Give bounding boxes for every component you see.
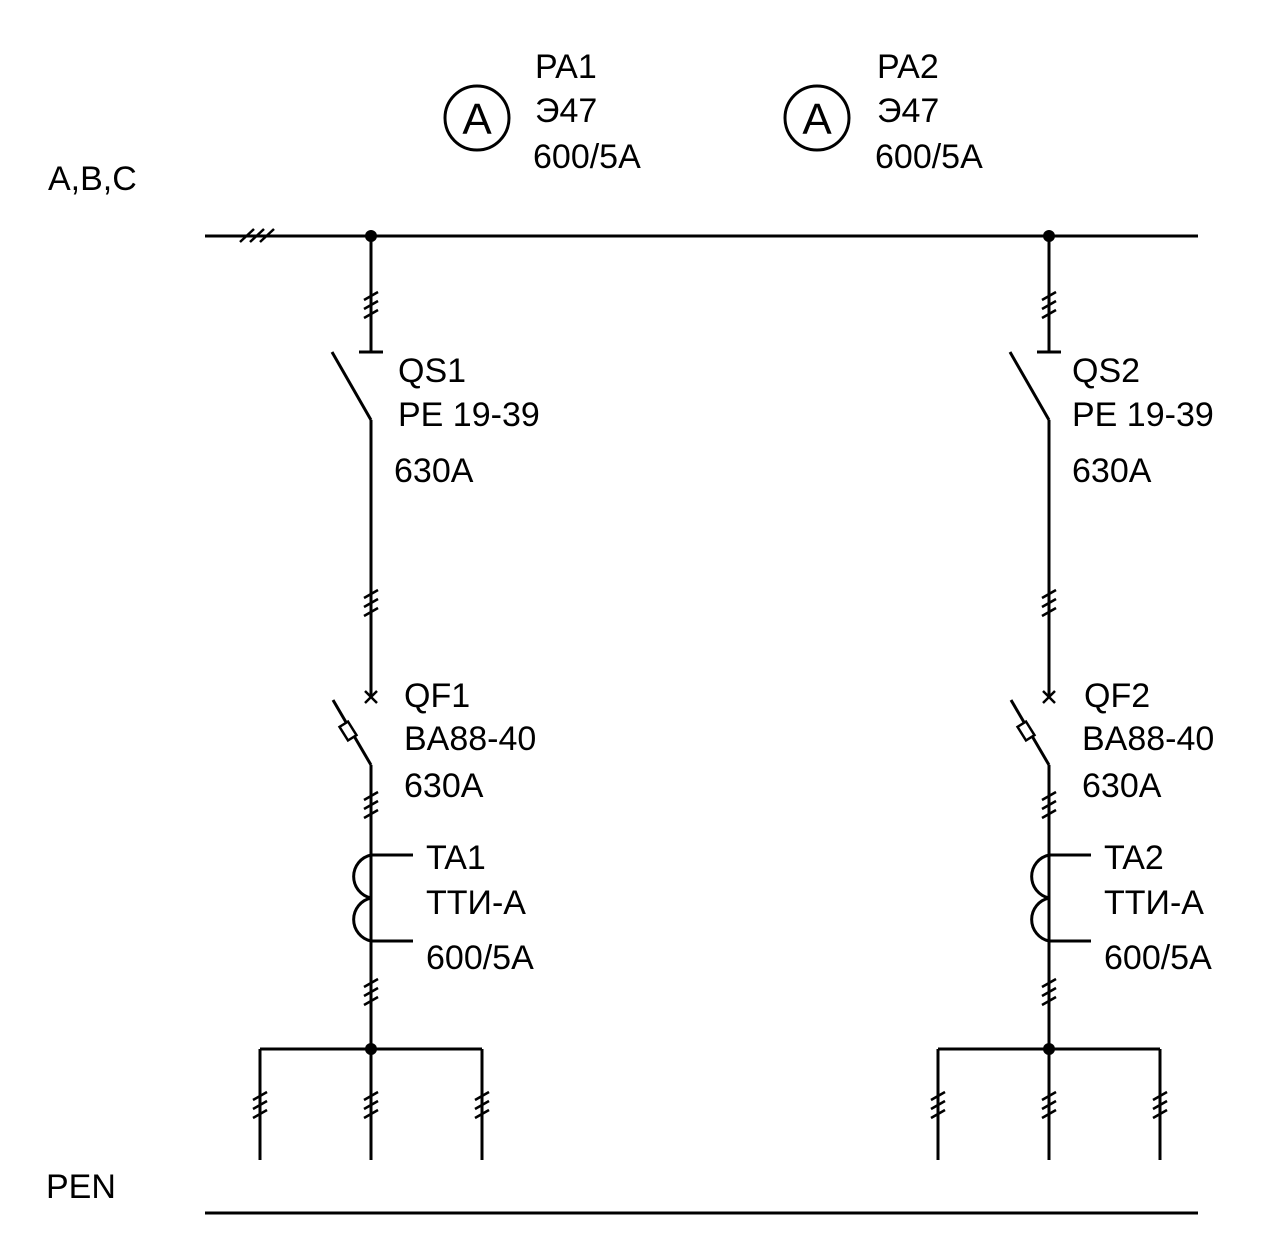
ct-rating: 600/5A [426, 939, 534, 977]
triple-tick-icon [1041, 977, 1057, 1007]
feeder-2: QS2 PE 19-39 630A QF2 BA88-40 630A TA2 Т… [930, 230, 1214, 1160]
triple-tick-icon [363, 1090, 379, 1120]
triple-tick-icon [363, 290, 379, 320]
ammeter-pa2: A PA2 Э47 600/5A [783, 48, 983, 176]
switch-rating: 630A [1072, 452, 1152, 490]
triple-tick-icon [363, 588, 379, 618]
breaker-type: BA88-40 [1082, 720, 1214, 758]
triple-tick-icon [363, 977, 379, 1007]
triple-tick-icon [1041, 588, 1057, 618]
breaker-type: BA88-40 [404, 720, 536, 758]
meter-rating: 600/5A [533, 138, 641, 176]
switch-type: PE 19-39 [1072, 396, 1214, 434]
ct-ref: TA1 [426, 839, 486, 877]
breaker-rating: 630A [1082, 767, 1162, 805]
ct-type: ТТИ-А [426, 884, 526, 922]
meter-ref: PA2 [877, 48, 939, 86]
ammeter-pa1: A PA1 Э47 600/5A [443, 48, 641, 176]
triple-tick-icon [474, 1090, 490, 1120]
phase-bus-label: A,B,C [48, 160, 137, 198]
ammeter-icon [783, 84, 851, 152]
bus-phase-ticks [239, 228, 275, 243]
feeder-1: QS1 PE 19-39 630A QF1 BA88-40 630A TA1 Т… [252, 230, 540, 1160]
disconnector-blade-icon [1008, 351, 1051, 421]
current-transformer-icon [1030, 853, 1050, 943]
breaker-cross-icon [1042, 690, 1056, 704]
switch-type: PE 19-39 [398, 396, 540, 434]
ammeter-icon [443, 84, 511, 152]
meter-ref: PA1 [535, 48, 597, 86]
triple-tick-icon [252, 1090, 268, 1120]
switch-rating: 630A [394, 452, 474, 490]
triple-tick-icon [930, 1090, 946, 1120]
breaker-rating: 630A [404, 767, 484, 805]
ct-ref: TA2 [1104, 839, 1164, 877]
breaker-release-icon [1015, 719, 1037, 743]
breaker-release-icon [337, 719, 359, 743]
pen-bus-label: PEN [46, 1168, 116, 1206]
ammeter-symbol: A [462, 95, 492, 144]
ammeter-symbol: A [802, 95, 832, 144]
switch-ref: QS2 [1072, 352, 1140, 390]
triple-tick-icon [1041, 290, 1057, 320]
triple-tick-icon [1041, 790, 1057, 820]
current-transformer-icon [352, 853, 372, 943]
meter-type: Э47 [535, 92, 597, 130]
triple-tick-icon [363, 790, 379, 820]
triple-tick-icon [1041, 1090, 1057, 1120]
breaker-ref: QF1 [404, 677, 470, 715]
switch-ref: QS1 [398, 352, 466, 390]
meter-rating: 600/5A [875, 138, 983, 176]
breaker-ref: QF2 [1084, 677, 1150, 715]
ct-rating: 600/5A [1104, 939, 1212, 977]
disconnector-blade-icon [330, 351, 373, 421]
breaker-cross-icon [364, 690, 378, 704]
ct-type: ТТИ-А [1104, 884, 1204, 922]
meter-type: Э47 [877, 92, 939, 130]
triple-tick-icon [1152, 1090, 1168, 1120]
